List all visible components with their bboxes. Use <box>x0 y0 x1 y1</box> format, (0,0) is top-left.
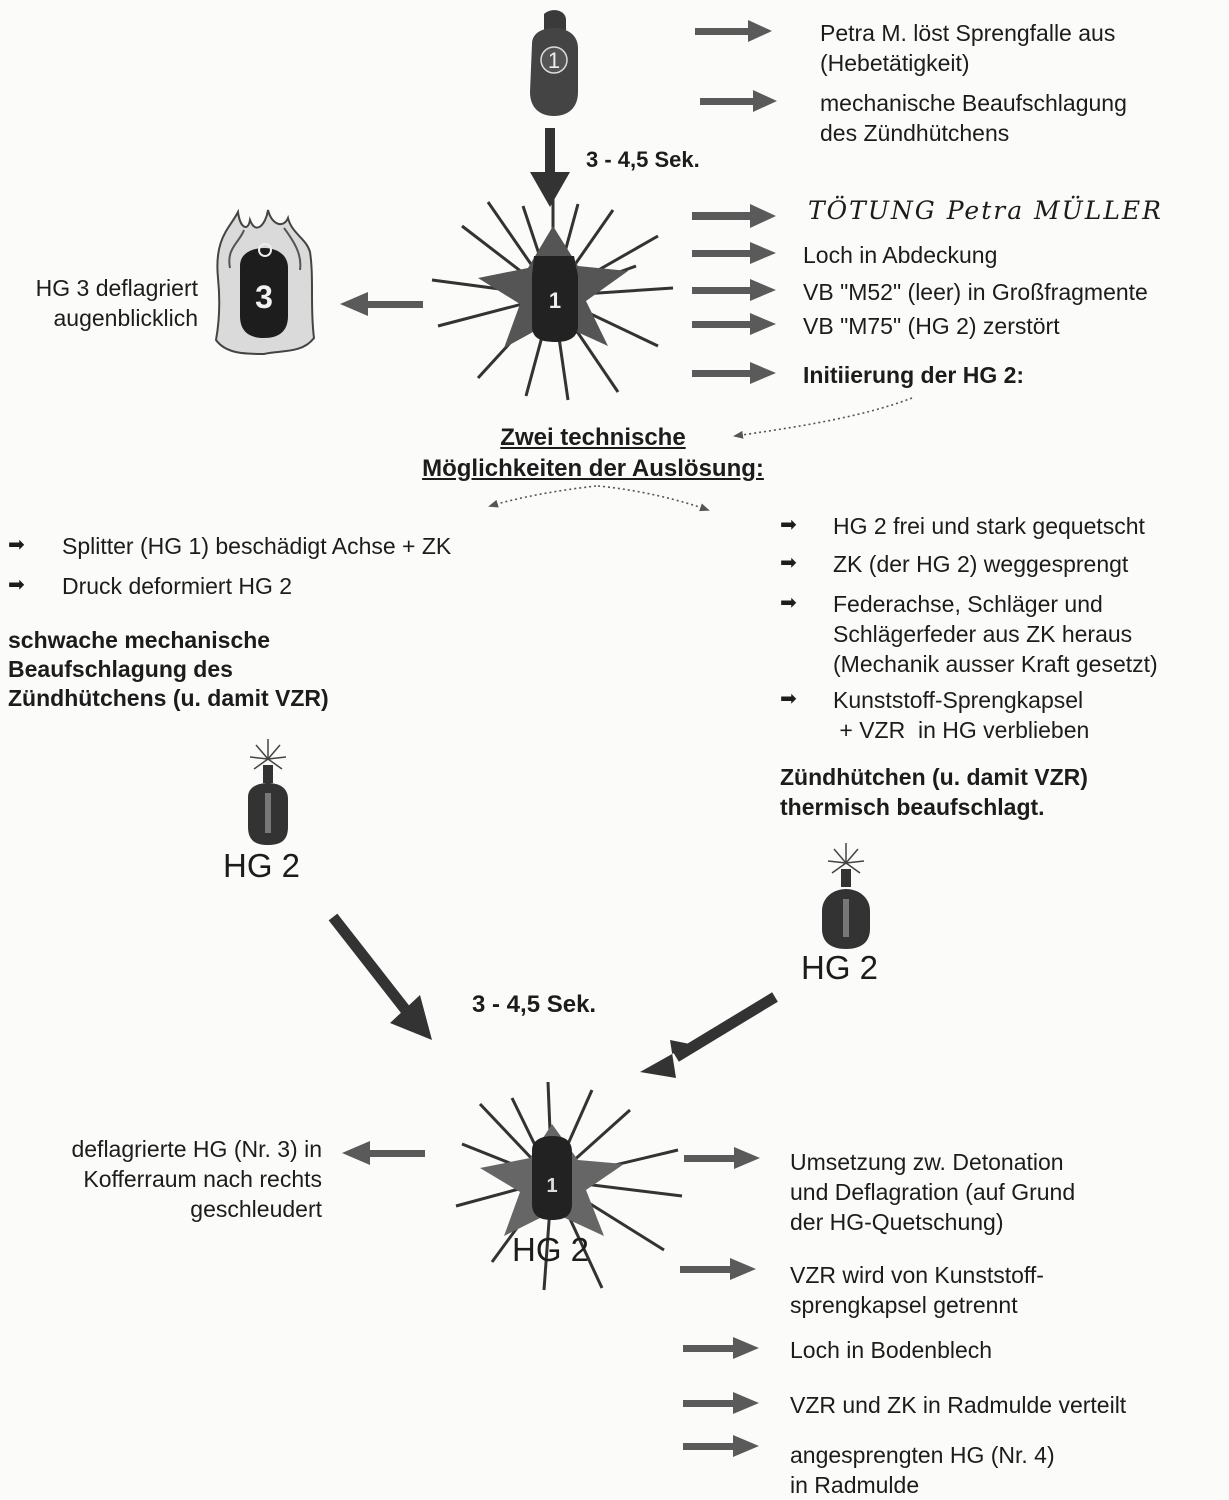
hg2-right-label: HG 2 <box>801 949 879 986</box>
right-option-item-3: Federachse, Schläger und Schlägerfeder a… <box>833 591 1158 677</box>
arrow-stage1-effect-1 <box>695 20 772 42</box>
hg3-deflagration-text: HG 3 deflagriert augenblicklich <box>35 275 198 331</box>
dotted-arrow-initiation <box>733 397 913 439</box>
time-label-1: 3 - 4,5 Sek. <box>586 147 700 172</box>
explosion1-effect-4: Initiierung der HG 2: <box>803 362 1025 388</box>
stage1-effect-2: mechanische Beaufschlagung des Zündhütch… <box>820 90 1127 146</box>
arrow-diagonal-right <box>640 992 778 1078</box>
grenade-1-number: 1 <box>548 48 560 73</box>
arrow-explosion1-effect-1 <box>692 204 776 228</box>
right-option-item-4: Kunststoff-Sprengkapsel + VZR in HG verb… <box>833 687 1090 743</box>
stage2-effect-5: angesprengten HG (Nr. 4) in Radmulde <box>790 1442 1055 1498</box>
explosion1-effect-2: VB "M52" (leer) in Großfragmente <box>803 279 1148 305</box>
burning-grenade-3-icon: 3 <box>210 208 318 358</box>
right-item-4-arrow-icon: ➡ <box>780 688 797 710</box>
time-label-2: 3 - 4,5 Sek. <box>472 991 597 1018</box>
stage2-effect-4: VZR und ZK in Radmulde verteilt <box>790 1392 1127 1418</box>
arrow-stage2-effect-1 <box>684 1147 760 1169</box>
options-title: Zwei technische Möglichkeiten der Auslös… <box>422 424 764 482</box>
arrow-left-hg3 <box>340 292 423 316</box>
hg2-right-grenade-icon <box>816 841 876 951</box>
left-option-item-2: Druck deformiert HG 2 <box>62 573 293 599</box>
right-option-item-2: ZK (der HG 2) weggesprengt <box>833 551 1129 577</box>
hg2-left-grenade-icon <box>238 737 298 847</box>
grenade-1-explosion-number: 1 <box>549 288 561 313</box>
arrow-stage1-effect-2 <box>700 90 777 112</box>
explosion1-effect-3: VB "M75" (HG 2) zerstört <box>803 313 1060 339</box>
arrow-stage2-effect-5 <box>683 1435 759 1457</box>
right-item-2-arrow-icon: ➡ <box>780 552 797 574</box>
left-option-item-1: Splitter (HG 1) beschädigt Achse + ZK <box>62 533 452 559</box>
stage2-left-text: deflagrierte HG (Nr. 3) in Kofferraum na… <box>71 1136 322 1222</box>
arrow-left-stage2 <box>342 1141 425 1165</box>
stage2-effect-3: Loch in Bodenblech <box>790 1337 993 1363</box>
right-item-3-arrow-icon: ➡ <box>780 592 797 614</box>
arrow-explosion1-effect-3 <box>692 279 776 301</box>
stage1-effect-1: Petra M. löst Sprengfalle aus (Hebetätig… <box>820 20 1116 76</box>
grenade-explosion-2-number: 1 <box>546 1175 557 1197</box>
grenade-3-number: 3 <box>255 279 273 315</box>
left-option-summary: schwache mechanische Beaufschlagung des … <box>8 627 329 711</box>
arrow-explosion1-effect-2 <box>692 242 776 264</box>
arrow-diagonal-left <box>328 913 432 1040</box>
stage2-effect-1: Umsetzung zw. Detonation und Deflagratio… <box>790 1149 1076 1235</box>
arrow-stage2-effect-2 <box>680 1258 756 1280</box>
hg2-explosion-label: HG 2 <box>512 1231 590 1268</box>
explosion-1-icon: 1 <box>428 196 678 402</box>
stage2-effect-2: VZR wird von Kunststoff- sprengkapsel ge… <box>790 1262 1044 1318</box>
arrow-stage2-effect-4 <box>683 1392 759 1414</box>
left-item-1-arrow-icon: ➡ <box>8 534 25 556</box>
grenade-1-icon: 1 <box>522 8 586 118</box>
arrow-stage2-effect-3 <box>683 1337 759 1359</box>
arrow-explosion1-effect-4 <box>692 313 776 335</box>
left-item-2-arrow-icon: ➡ <box>8 574 25 596</box>
dotted-arrow-left-option <box>488 485 597 508</box>
handwritten-note: TÖTUNG Petra MÜLLER <box>808 196 1163 225</box>
arrow-down-time-1 <box>530 128 570 207</box>
explosion-2-icon: 1 <box>452 1080 684 1292</box>
explosion1-effect-1: Loch in Abdeckung <box>803 242 998 268</box>
right-option-item-1: HG 2 frei und stark gequetscht <box>833 513 1145 539</box>
hg2-left-label: HG 2 <box>223 847 301 884</box>
arrow-explosion1-effect-5 <box>692 362 776 384</box>
dotted-arrow-right-option <box>597 485 710 512</box>
right-option-summary: Zündhütchen (u. damit VZR) thermisch bea… <box>780 764 1088 820</box>
right-item-1-arrow-icon: ➡ <box>780 514 797 536</box>
